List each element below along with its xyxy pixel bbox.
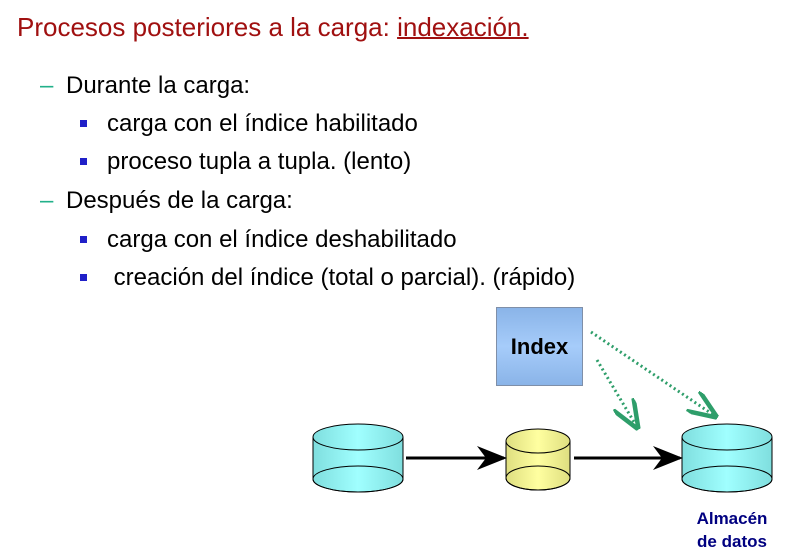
- square-bullet-icon: [80, 236, 87, 243]
- bullet-text: Después de la carga:: [66, 187, 293, 214]
- sub-bullet: creación del índice (total o parcial). (…: [80, 264, 576, 292]
- index-label: Index: [510, 333, 569, 359]
- slide-title: Procesos posteriores a la carga: indexac…: [17, 12, 529, 43]
- bullet-text: creación del índice (total o parcial). (…: [107, 264, 576, 291]
- staging-database-icon: [505, 428, 571, 491]
- data-warehouse-icon: [681, 423, 773, 493]
- square-bullet-icon: [80, 158, 87, 165]
- index-box: Index: [496, 307, 583, 386]
- dash-bullet-icon: –: [40, 187, 54, 214]
- square-bullet-icon: [80, 120, 87, 127]
- bullet-text: carga con el índice habilitado: [107, 110, 418, 137]
- title-text: Procesos posteriores a la carga:: [17, 12, 398, 42]
- title-link[interactable]: indexación.: [397, 12, 529, 42]
- label-line: Almacén: [696, 509, 768, 528]
- bullet-text: carga con el índice deshabilitado: [107, 226, 457, 253]
- bullet-text: proceso tupla a tupla. (lento): [107, 148, 412, 175]
- data-warehouse-label: Almacén de datos: [672, 507, 792, 553]
- bullet-after-load: –Después de la carga:: [40, 187, 293, 215]
- sub-bullet: carga con el índice deshabilitado: [80, 226, 457, 254]
- dotted-arrow-icon: [595, 359, 637, 427]
- dotted-arrow-icon: [590, 330, 715, 416]
- label-line: de datos: [697, 532, 767, 551]
- sub-bullet: carga con el índice habilitado: [80, 110, 418, 138]
- source-database-icon: [312, 423, 404, 493]
- dash-bullet-icon: –: [40, 72, 54, 99]
- bullet-text: Durante la carga:: [66, 72, 251, 99]
- bullet-during-load: –Durante la carga:: [40, 72, 251, 100]
- square-bullet-icon: [80, 274, 87, 281]
- sub-bullet: proceso tupla a tupla. (lento): [80, 148, 412, 176]
